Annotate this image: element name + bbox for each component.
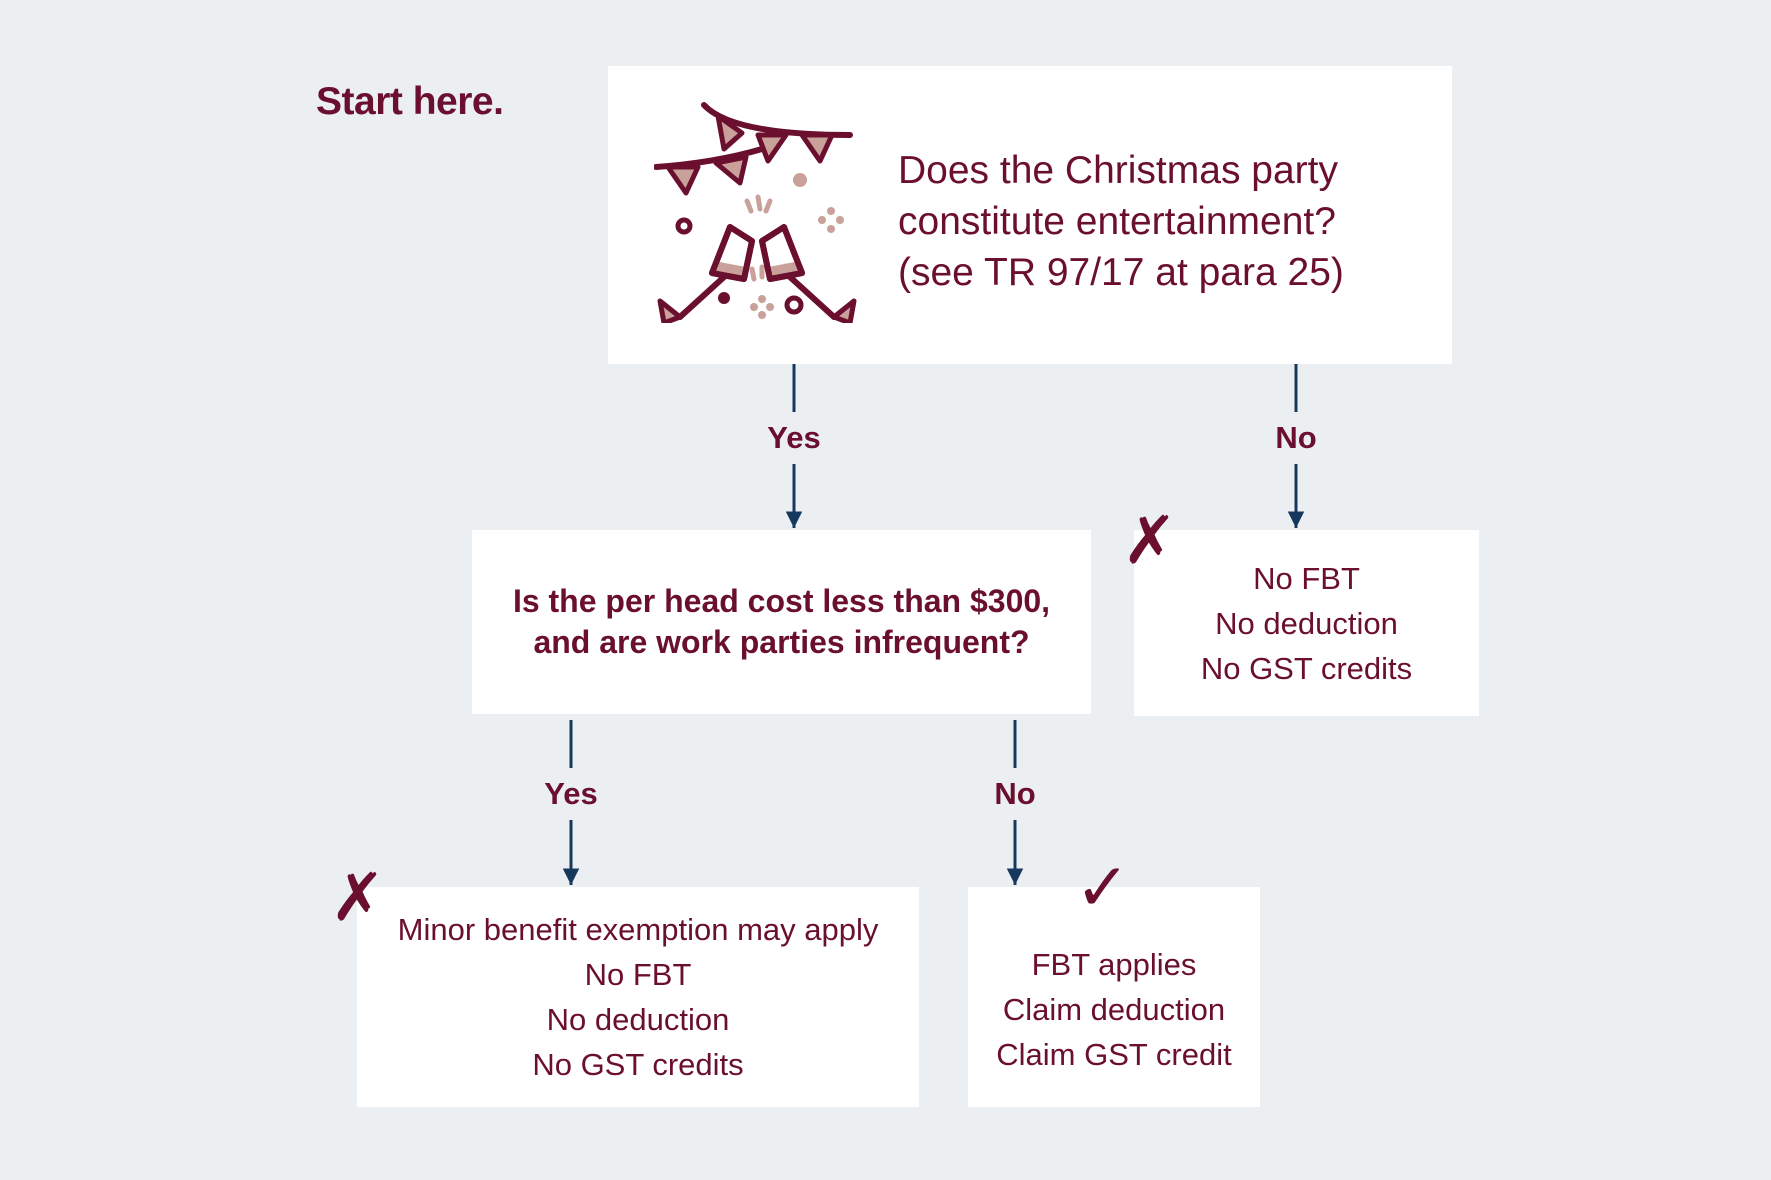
result-line: No GST credits bbox=[532, 1047, 744, 1082]
edge-label-q1-yes: Yes bbox=[767, 420, 821, 455]
question-2-box: Is the per head cost less than $300, and… bbox=[472, 530, 1091, 714]
result-line: No FBT bbox=[584, 957, 692, 992]
start-label: Start here. bbox=[316, 80, 504, 123]
result-line: No deduction bbox=[546, 1002, 730, 1037]
question-1-line: Does the Christmas party bbox=[898, 149, 1338, 192]
result-line: Minor benefit exemption may apply bbox=[397, 912, 879, 947]
question-1-line: (see TR 97/17 at para 25) bbox=[898, 251, 1344, 294]
result-line: No deduction bbox=[1215, 605, 1398, 641]
result-line: Claim deduction bbox=[1002, 991, 1226, 1027]
result-line: FBT applies bbox=[1031, 946, 1197, 982]
result-box-no-entertainment: No FBT No deduction No GST credits bbox=[1134, 530, 1479, 716]
question-2-line: Is the per head cost less than $300, bbox=[512, 583, 1051, 619]
edge-label-q2-yes: Yes bbox=[544, 776, 598, 811]
result-line: Claim GST credit bbox=[996, 1036, 1232, 1072]
check-mark-icon: ✓ bbox=[1075, 849, 1131, 926]
question-2-line: and are work parties infrequent? bbox=[533, 624, 1030, 660]
cross-mark-icon: ✗ bbox=[1122, 502, 1178, 579]
result-box-fbt-applies: FBT applies Claim deduction Claim GST cr… bbox=[968, 887, 1260, 1107]
question-1-box: Does the Christmas party constitute ente… bbox=[608, 66, 1452, 364]
party-celebration-icon bbox=[654, 102, 857, 323]
cross-mark-icon: ✗ bbox=[330, 859, 386, 936]
result-line: No GST credits bbox=[1200, 650, 1413, 686]
edge-label-q2-no: No bbox=[994, 776, 1036, 811]
result-line: No FBT bbox=[1253, 560, 1360, 596]
result-box-minor-benefit: Minor benefit exemption may apply No FBT… bbox=[357, 887, 919, 1107]
edge-label-q1-no: No bbox=[1275, 420, 1317, 455]
question-1-text: Does the Christmas party constitute ente… bbox=[898, 145, 1344, 298]
question-1-line: constitute entertainment? bbox=[898, 200, 1336, 243]
